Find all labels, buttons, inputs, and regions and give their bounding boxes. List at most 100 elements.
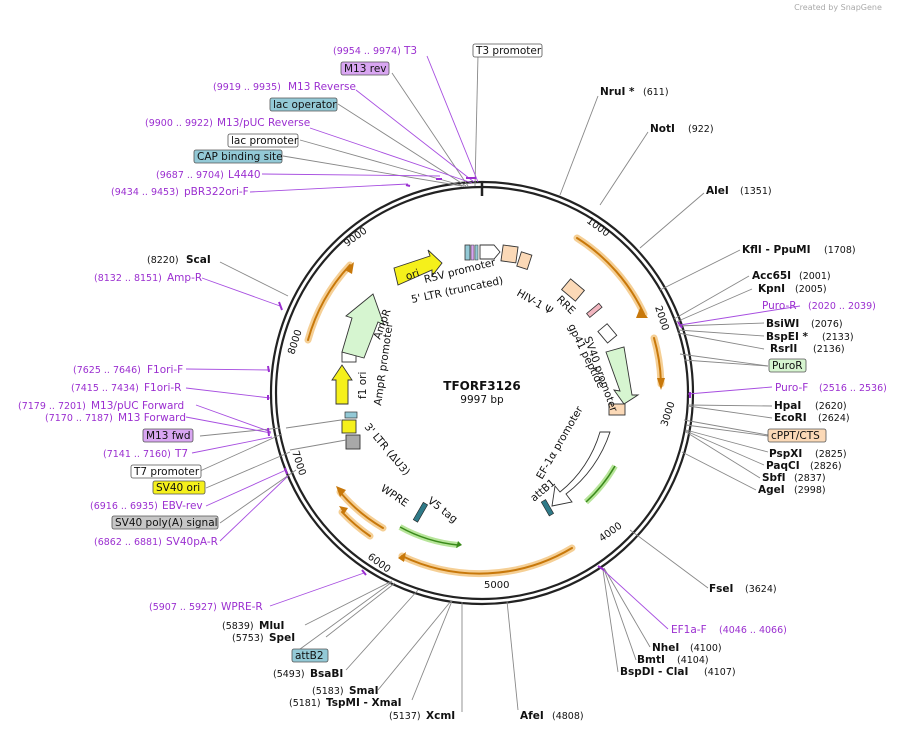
feat-sv40-polya: SV40 poly(A) signal — [115, 517, 218, 529]
primer-purof-coord: (2516 .. 2536) — [819, 383, 887, 394]
sv40-polya-box — [345, 434, 361, 450]
enzyme-mlui-coord: (5839) — [222, 621, 254, 632]
primer-pbr322: pBR322ori-F — [184, 186, 249, 198]
feat-t7-promoter: T7 promoter — [133, 466, 200, 478]
tick-1000: 1000 — [584, 216, 611, 240]
enzyme-bsiwi-coord: (2076) — [811, 319, 843, 330]
puror-arrow — [605, 346, 640, 405]
inner-f1-ori: f1 ori — [357, 372, 369, 399]
primer-m13puc-fwd: M13/pUC Forward — [91, 400, 184, 412]
enzyme-alei: AleI — [706, 185, 729, 197]
enzyme-fsei: FseI — [709, 583, 733, 595]
primer-m13rev: M13 Reverse — [288, 81, 356, 93]
snapgene-brand: Created by SnapGene — [794, 3, 882, 12]
primer-labels: (9954 .. 9974) T3 (9919 .. 9935) M13 Rev… — [18, 45, 887, 636]
primer-ebvrev-coord: (6916 .. 6935) — [90, 501, 158, 512]
enzyme-alei-coord: (1351) — [740, 186, 772, 197]
enzyme-kpni: KpnI — [758, 283, 785, 295]
enzyme-spei-coord: (5753) — [232, 633, 264, 644]
inner-ori: ori — [404, 267, 421, 283]
v5-tag-box — [412, 501, 429, 523]
primer-t7-coord: (7141 .. 7160) — [103, 449, 171, 460]
inner-features — [331, 244, 640, 523]
sv40-ori-box — [341, 419, 357, 434]
enzyme-ecori-coord: (2624) — [818, 413, 850, 424]
feat-lac-promoter-box — [227, 133, 299, 148]
feat-cap: CAP binding site — [197, 151, 283, 163]
enzyme-labels-right: NruI * (611) NotI (922) AleI (1351) KflI… — [520, 86, 856, 722]
enzyme-sbfi-coord: (2837) — [794, 473, 826, 484]
enzyme-nrui: NruI * — [600, 86, 635, 98]
primer-f1orif: F1ori-F — [147, 364, 183, 376]
primer-ticks — [267, 177, 691, 576]
tag-arc-v5 — [398, 524, 459, 548]
enzyme-hpai: HpaI — [774, 400, 801, 412]
tick-3000: 3000 — [659, 400, 677, 428]
enzyme-bsabi-coord: (5493) — [273, 669, 305, 680]
inner-hiv-psi: HIV-1 Ψ — [515, 287, 555, 317]
tick-4000: 4000 — [597, 521, 624, 545]
cppt-small-box — [608, 403, 626, 416]
feat-puror: PuroR — [772, 360, 803, 372]
feat-m13rev: M13 rev — [344, 63, 387, 75]
enzyme-tspmi-coord: (5181) — [289, 698, 321, 709]
enzyme-tspmi: TspMI - XmaI — [326, 697, 402, 709]
inner-3ltr: 3' LTR (ΔU3) — [362, 421, 412, 478]
feat-m13fwd-box — [142, 428, 194, 443]
plasmid-name: TFORF3126 — [443, 379, 520, 393]
enzyme-labels-left: (5137) XcmI (5181) TspMI - XmaI (5183) S… — [147, 254, 455, 722]
feat-lac-operator-box — [269, 97, 338, 112]
feat-cppt-box — [767, 428, 827, 443]
enzyme-bsabi: BsaBI — [310, 668, 343, 680]
feat-m13fwd: M13 fwd — [146, 430, 191, 442]
primer-t3-coord: (9954 .. 9974) — [333, 46, 401, 57]
enzyme-bmti: BmtI — [637, 654, 665, 666]
enzyme-acc65i: Acc65I — [752, 270, 791, 282]
primer-wprer-coord: (5907 .. 5927) — [149, 602, 217, 613]
ori-arrow — [393, 249, 443, 286]
feat-attb2: attB2 — [295, 650, 324, 662]
primer-l4440: L4440 — [228, 169, 261, 181]
enzyme-noti: NotI — [650, 123, 675, 135]
ampr-arrow — [341, 293, 385, 359]
primer-connector-lines — [185, 55, 801, 630]
feat-cap-box — [193, 149, 283, 164]
primer-puror: Puro-R — [762, 300, 797, 312]
enzyme-scai: ScaI — [186, 254, 211, 266]
rre-box — [560, 278, 586, 302]
plasmid-size: 9997 bp — [460, 394, 504, 406]
cap-site-feature — [464, 244, 471, 261]
orf-arc-1 — [573, 234, 648, 318]
gp41-box — [586, 302, 603, 319]
enzyme-sbfi: SbfI — [762, 472, 786, 484]
ltr3-box — [344, 411, 358, 419]
enzyme-kfli-coord: (1708) — [824, 245, 856, 256]
enzyme-rsrii: RsrII — [770, 343, 797, 355]
enzyme-afei: AfeI — [520, 710, 544, 722]
enzyme-afei-coord: (4808) — [552, 711, 584, 722]
primer-l4440-coord: (9687 .. 9704) — [156, 170, 224, 181]
enzyme-pspxi-coord: (2825) — [815, 449, 847, 460]
feat-sv40-ori-box — [152, 480, 206, 495]
primer-ebvrev: EBV-rev — [162, 500, 203, 512]
enzyme-acc65i-coord: (2001) — [799, 271, 831, 282]
inner-ef1a-promoter: EF-1α promoter — [534, 404, 586, 482]
ef1a-promoter-arrow — [551, 431, 611, 507]
primer-ef1af: EF1a-F — [671, 624, 707, 636]
tick-5000: 5000 — [484, 580, 509, 591]
feat-cppt: cPPT/CTS — [771, 430, 820, 442]
ltr5-box — [500, 244, 519, 264]
primer-purof: Puro-F — [775, 382, 808, 394]
enzyme-kfli: KflI - PpuMI — [742, 244, 811, 256]
primer-sv40par-coord: (6862 .. 6881) — [94, 537, 162, 548]
primer-m13puc-rev: M13/pUC Reverse — [217, 117, 310, 129]
inner-v5-tag: V5 tag — [425, 495, 460, 526]
primer-ef1af-coord: (4046 .. 4066) — [719, 625, 787, 636]
enzyme-bspei: BspEI * — [766, 331, 809, 343]
enzyme-paqci-coord: (2826) — [810, 461, 842, 472]
primer-m13fwd-coord: (7170 .. 7187) — [45, 413, 113, 424]
enzyme-agei-coord: (2998) — [794, 485, 826, 496]
enzyme-clai: BspDI - ClaI — [620, 666, 688, 678]
feat-m13rev-box — [340, 61, 390, 76]
